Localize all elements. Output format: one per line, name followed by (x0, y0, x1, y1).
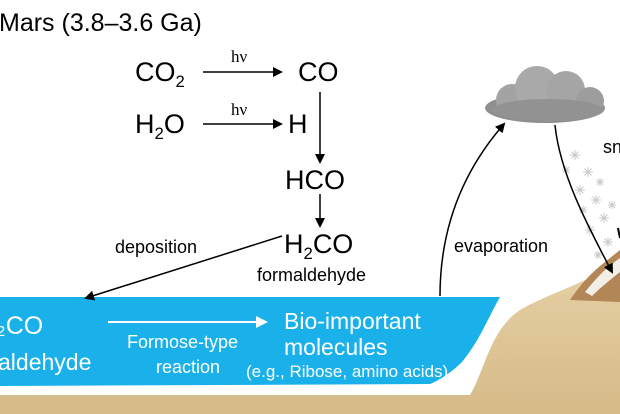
formose-line-1: Formose-type (127, 332, 239, 352)
h2o-formula: H2O (135, 109, 185, 143)
diagram-title: Mars (3.8–3.6 Ga) (0, 9, 202, 37)
h-formula: H (288, 109, 308, 139)
hv-label-2: hν (231, 100, 248, 119)
snowfall-arrow (554, 124, 613, 274)
deposition-arrow (84, 235, 283, 301)
bio-line-1: Bio-important (284, 308, 421, 334)
evaporation-label: evaporation (454, 236, 549, 256)
evaporation-arrow (439, 122, 506, 297)
bio-line-2: molecules (284, 334, 388, 360)
co2-formula: CO2 (135, 57, 185, 91)
formose-line-2: reaction (156, 357, 221, 377)
deposition-label: deposition (115, 237, 198, 257)
snow-label-partial: sn (603, 137, 620, 157)
ocean-formaldehyde-partial: aldehyde (0, 349, 92, 375)
ocean-h2co-partial: ₂CO (0, 312, 44, 340)
cloud-icon (485, 66, 605, 123)
h2co-formula: H2CO (284, 229, 354, 263)
co-formula: CO (298, 57, 339, 87)
hv-label-1: hν (231, 47, 248, 66)
snowfall-icon (562, 150, 616, 259)
sand-ground (0, 270, 620, 414)
formaldehyde-label: formaldehyde (257, 265, 367, 285)
bio-examples: (e.g., Ribose, amino acids) (246, 362, 449, 381)
hco-formula: HCO (285, 165, 345, 195)
ocean (0, 297, 500, 386)
